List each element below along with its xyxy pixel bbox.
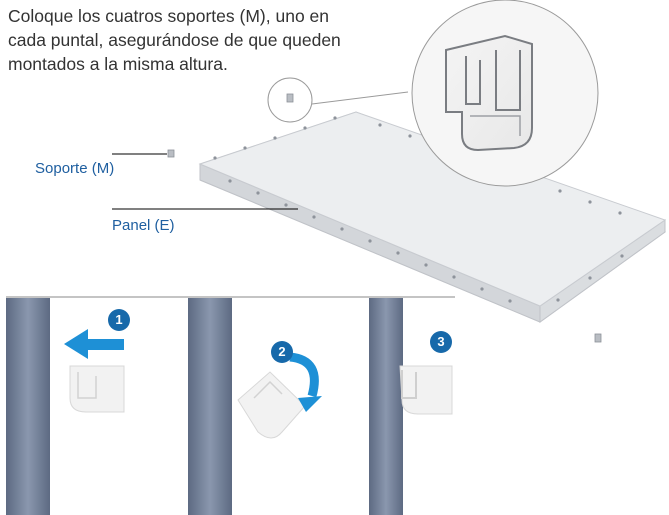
instruction-line: cada puntal, asegurándose de que queden <box>8 30 341 50</box>
step-3-bracket <box>399 365 453 415</box>
step-1-bracket <box>69 365 125 413</box>
upright-posts <box>6 298 403 515</box>
step-2-number: 2 <box>278 344 286 359</box>
callout-line <box>311 91 409 105</box>
step-2-badge <box>271 341 293 363</box>
detail-circle-small <box>267 77 313 123</box>
step-1-arrow-icon <box>64 329 124 359</box>
bracket-small <box>167 93 602 343</box>
shelf-panel <box>198 111 667 323</box>
step-3-badge <box>430 331 452 353</box>
step-1-badge <box>108 309 130 331</box>
panel-label: Panel (E) <box>112 217 175 234</box>
bracket-zoom <box>445 34 533 152</box>
instruction-text: Coloque los cuatros soportes (M), uno en… <box>8 4 428 76</box>
step-3-number: 3 <box>437 334 445 349</box>
step-2-bracket <box>237 371 306 439</box>
instruction-line: montados a la misma altura. <box>8 54 228 74</box>
instruction-line: Coloque los cuatros soportes (M), uno en <box>8 6 329 26</box>
step-1-number: 1 <box>115 312 123 327</box>
step-2-rotate-arrow-icon <box>289 352 322 412</box>
soporte-label: Soporte (M) <box>35 160 115 177</box>
